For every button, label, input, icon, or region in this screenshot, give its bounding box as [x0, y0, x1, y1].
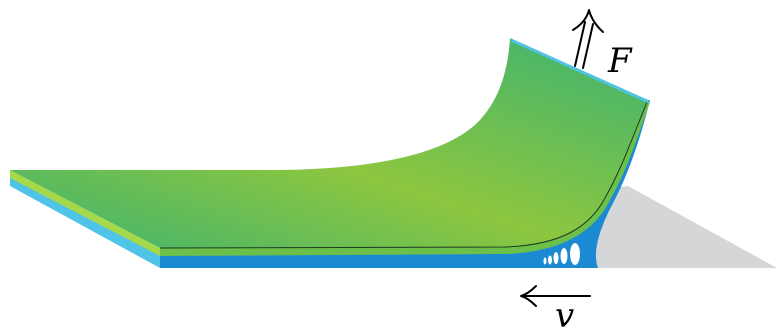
- bubble: [553, 252, 559, 264]
- cavitation-bubbles: [543, 243, 580, 265]
- force-arrow: [572, 9, 604, 69]
- laminate-side-edge-film: [10, 170, 160, 256]
- bubble: [548, 255, 552, 265]
- bubble: [543, 257, 547, 265]
- film-end-lip: [510, 38, 650, 104]
- velocity-arrow: [520, 285, 591, 307]
- force-label: F: [607, 41, 633, 81]
- substrate: [590, 186, 777, 268]
- bubble: [570, 243, 580, 265]
- velocity-label: v: [555, 296, 574, 327]
- bubble: [560, 248, 568, 264]
- film-top-surface: [10, 38, 648, 248]
- film-edge-line: [159, 99, 649, 249]
